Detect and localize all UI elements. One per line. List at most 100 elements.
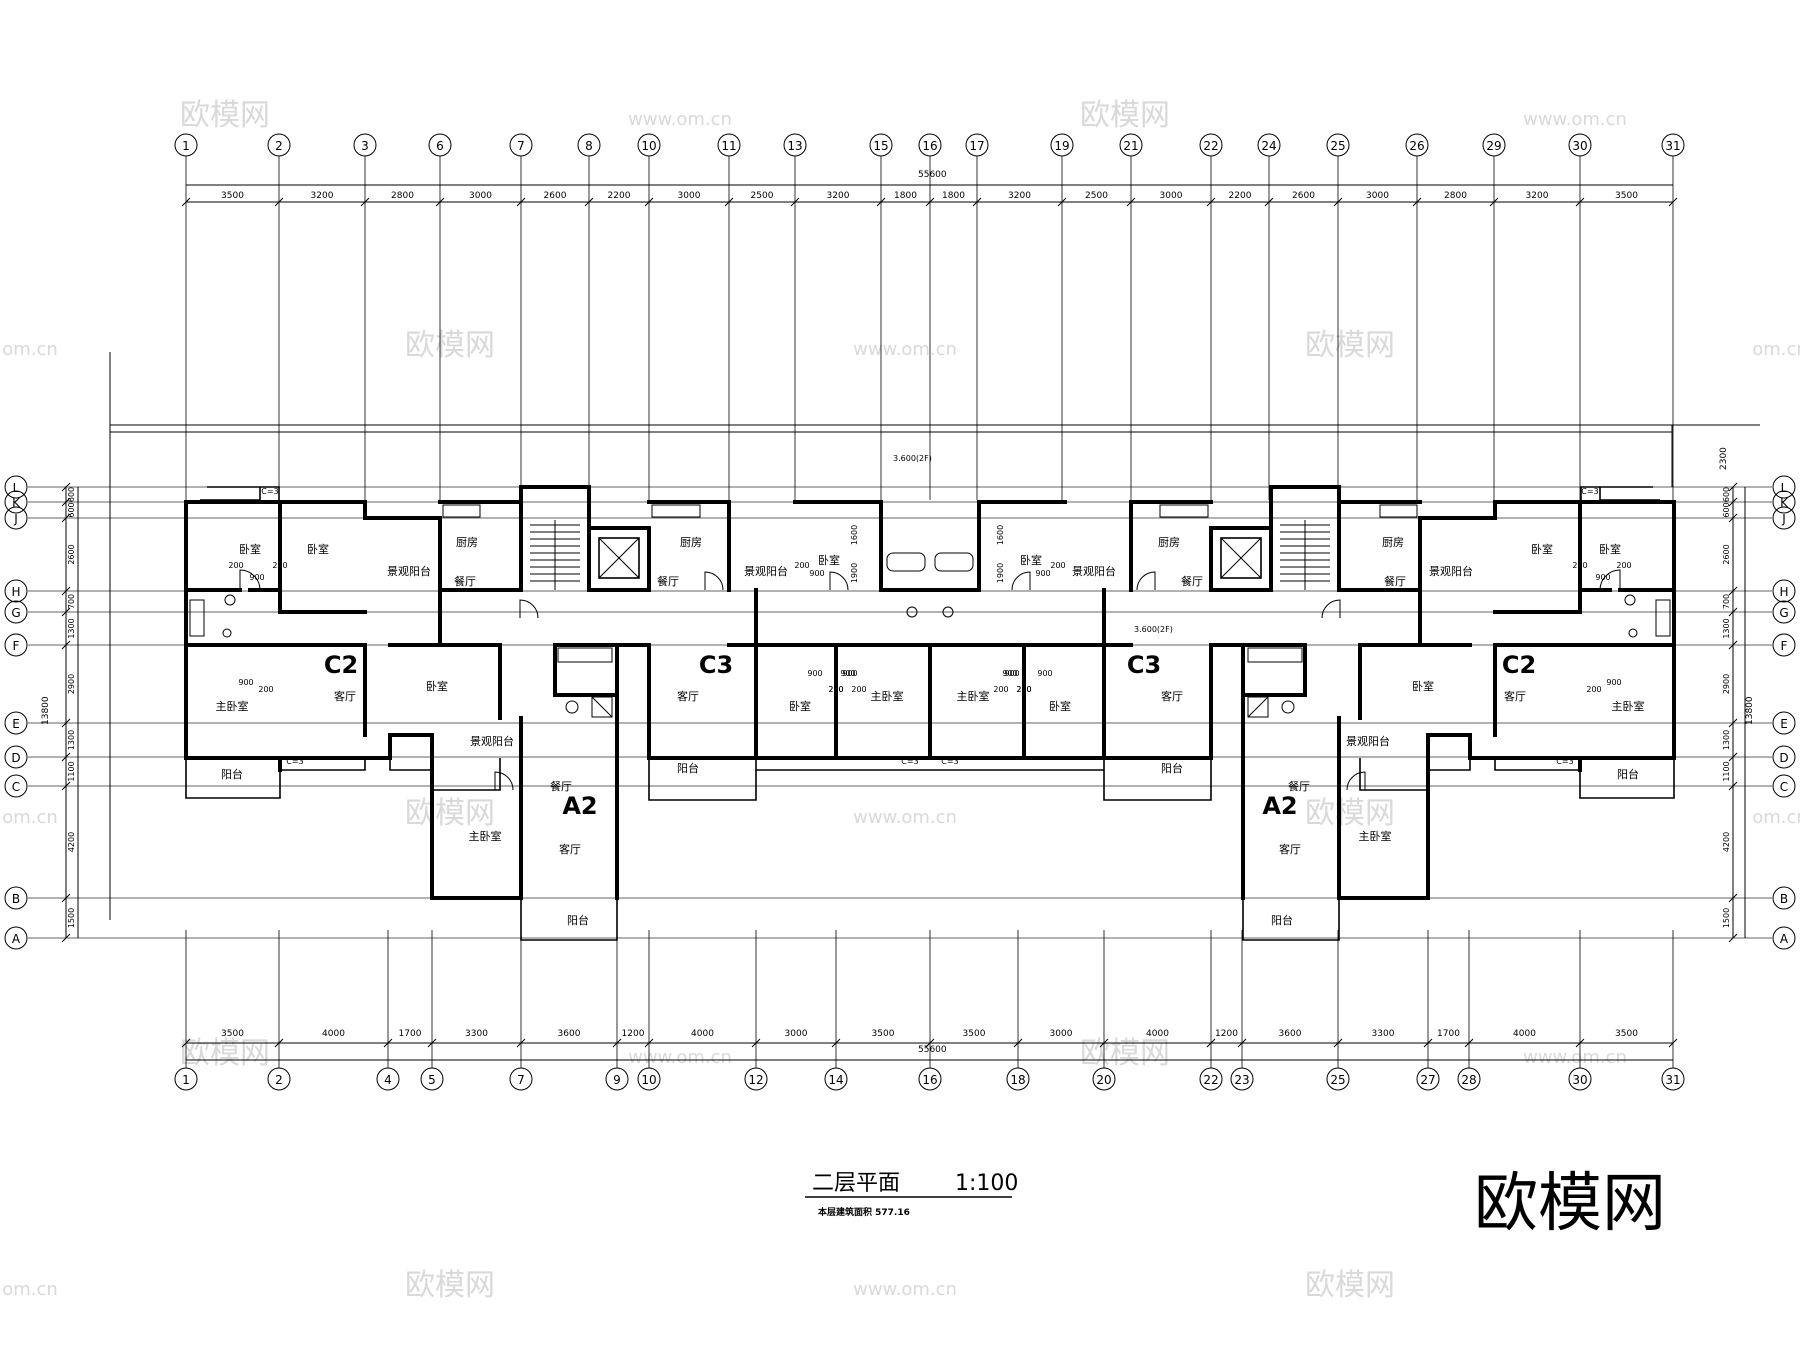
axis-bubble-bottom bbox=[174, 1067, 198, 1091]
watermark-text: 欧模网 bbox=[1305, 1268, 1395, 1303]
axis-bubble-top bbox=[1119, 133, 1143, 157]
axis-bubble-top bbox=[783, 133, 807, 157]
toilet bbox=[1624, 594, 1636, 606]
kitchen-counter bbox=[442, 504, 481, 518]
axis-label-top: 1 bbox=[182, 139, 190, 153]
row-bubble-right bbox=[1772, 579, 1796, 603]
dim-tick bbox=[1728, 513, 1738, 523]
watermark-text: 欧模网 bbox=[180, 98, 270, 133]
ac-unit-label: C=3 bbox=[941, 757, 958, 766]
dim-label-top: 2500 bbox=[751, 191, 774, 201]
door-dim-label: 900 bbox=[249, 573, 264, 582]
axis-label-bottom: 31 bbox=[1665, 1073, 1680, 1087]
room-label: 阳台 bbox=[221, 767, 243, 781]
depth-right: 13800 bbox=[1745, 696, 1755, 725]
dim-tick bbox=[360, 197, 370, 207]
door-swing bbox=[519, 599, 539, 619]
row-dim-label-right: 2600 bbox=[1722, 544, 1731, 564]
dim-tick bbox=[61, 933, 71, 943]
door-dim-label: 200 bbox=[272, 561, 287, 570]
axis-label-top: 8 bbox=[585, 139, 593, 153]
axis-label-top: 24 bbox=[1261, 139, 1276, 153]
dim-tick bbox=[1099, 1038, 1109, 1048]
axis-bubble-bottom bbox=[1199, 1067, 1223, 1091]
dim-tick bbox=[1728, 752, 1738, 762]
room-label: 卧室 bbox=[1412, 679, 1434, 693]
dim-tick bbox=[61, 752, 71, 762]
axis-bubble-bottom bbox=[509, 1067, 533, 1091]
bathtub bbox=[189, 599, 205, 637]
dim-label-top: 3500 bbox=[1615, 191, 1638, 201]
door-dim-label: 200 bbox=[1616, 561, 1631, 570]
dim-tick bbox=[1206, 197, 1216, 207]
axis-bubble-bottom bbox=[420, 1067, 444, 1091]
dim-label-top: 2800 bbox=[391, 191, 414, 201]
row-label-left: C bbox=[12, 780, 20, 794]
door-dim-label: 900 bbox=[1002, 669, 1017, 678]
axis-bubble-top bbox=[1050, 133, 1074, 157]
room-label: 主卧室 bbox=[1612, 699, 1645, 713]
room-label: 卧室 bbox=[1049, 699, 1071, 713]
axis-label-bottom: 7 bbox=[517, 1073, 525, 1087]
row-bubble-left bbox=[4, 774, 28, 798]
axis-bubble-top bbox=[869, 133, 893, 157]
room-label: 厨房 bbox=[1382, 536, 1404, 549]
dim-tick bbox=[925, 197, 935, 207]
dim-label-bottom: 3500 bbox=[221, 1029, 244, 1039]
elevator-cross bbox=[1220, 537, 1262, 579]
room-label: 阳台 bbox=[1271, 913, 1293, 927]
row-label-right: D bbox=[1779, 751, 1788, 765]
watermark-text: www.om.cn bbox=[853, 1279, 957, 1300]
axis-bubble-top bbox=[1482, 133, 1506, 157]
door-swing bbox=[239, 569, 261, 591]
dim-tick bbox=[61, 718, 71, 728]
dim-tick bbox=[516, 1038, 526, 1048]
wall-segment-right bbox=[1209, 526, 1273, 592]
row-label-right: B bbox=[1780, 892, 1788, 906]
axis-bubble-bottom bbox=[1230, 1067, 1254, 1091]
balcony-outline bbox=[1579, 758, 1675, 799]
bathtub bbox=[1655, 599, 1671, 637]
dim-label-top: 2600 bbox=[1292, 191, 1315, 201]
dim-tick bbox=[724, 197, 734, 207]
dim-tick bbox=[516, 197, 526, 207]
row-bubble-right bbox=[1772, 774, 1796, 798]
dim-label-bottom: 3000 bbox=[1050, 1029, 1073, 1039]
door-dim-label: 900 bbox=[1037, 669, 1052, 678]
basin bbox=[942, 606, 954, 618]
dim-tick bbox=[644, 197, 654, 207]
axis-bubble-top bbox=[1326, 133, 1350, 157]
ac-unit-label: C=3 bbox=[261, 487, 278, 496]
depth-left: 13800 bbox=[41, 696, 51, 725]
door-dim-label: 900 bbox=[1606, 678, 1621, 687]
door-swing bbox=[1346, 771, 1366, 791]
dim-label-bottom: 3600 bbox=[1279, 1029, 1302, 1039]
watermark-text: 欧模网 bbox=[405, 796, 495, 831]
door-dim-label: 200 bbox=[1050, 561, 1065, 570]
axis-label-top: 19 bbox=[1054, 139, 1069, 153]
watermark-text: 欧模网 bbox=[1080, 1036, 1170, 1071]
axis-bubble-bottom bbox=[1661, 1067, 1685, 1091]
row-bubble-left bbox=[4, 926, 28, 950]
dim-tick bbox=[1333, 197, 1343, 207]
axis-label-bottom: 20 bbox=[1096, 1073, 1111, 1087]
dim-tick bbox=[644, 1038, 654, 1048]
wall-segment-left bbox=[184, 500, 367, 737]
dim-tick bbox=[435, 197, 445, 207]
dim-tick bbox=[61, 497, 71, 507]
axis-label-bottom: 30 bbox=[1572, 1073, 1587, 1087]
wall-segment-left bbox=[519, 485, 591, 592]
axis-bubble-top bbox=[1568, 133, 1592, 157]
axis-label-top: 29 bbox=[1486, 139, 1501, 153]
dim-tick bbox=[181, 197, 191, 207]
shower-cross bbox=[1247, 696, 1269, 718]
room-label: 卧室 bbox=[1599, 542, 1621, 556]
elevator-cross bbox=[598, 537, 640, 579]
room-label: 卧室 bbox=[307, 542, 329, 556]
axis-label-bottom: 1 bbox=[182, 1073, 190, 1087]
row-label-right: C bbox=[1780, 780, 1788, 794]
row-label-left: G bbox=[11, 606, 20, 620]
dim-tick bbox=[1728, 497, 1738, 507]
